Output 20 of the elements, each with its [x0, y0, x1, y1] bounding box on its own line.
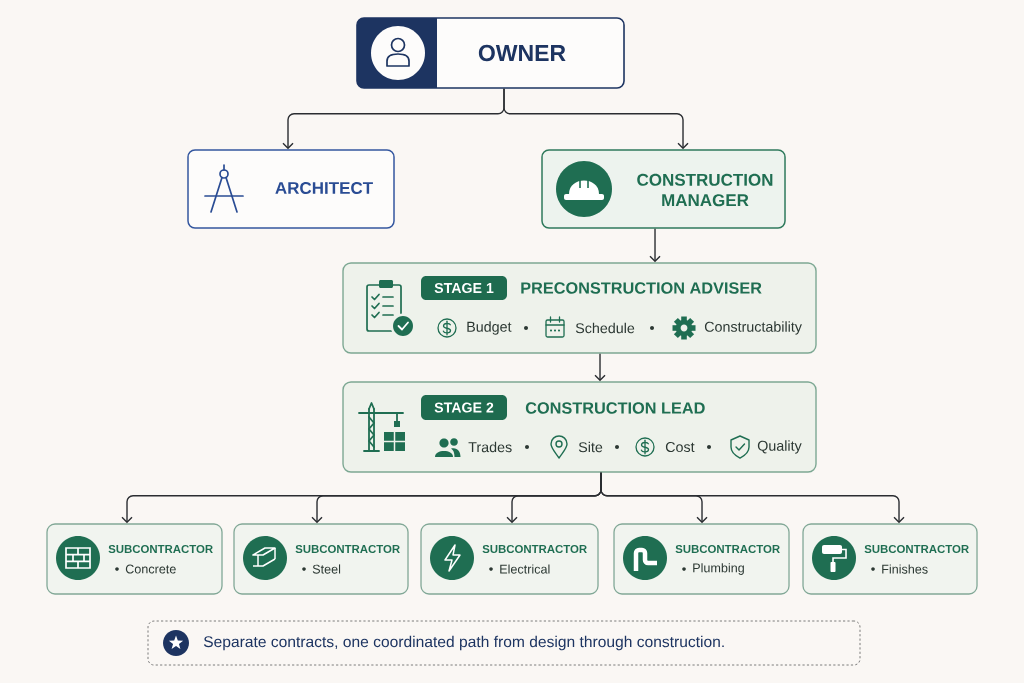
item-label: Constructability [704, 321, 802, 335]
item-label: Schedule [575, 322, 635, 334]
item-label: Cost [665, 441, 695, 453]
role-box: ARCHITECT [187, 149, 395, 229]
item-label: Quality [757, 440, 802, 454]
arrow [503, 88, 689, 150]
item-label: Site [578, 441, 603, 453]
item-label: Trades [468, 441, 512, 453]
item-label: Concrete [125, 564, 176, 574]
stage-badge: STAGE 1 [421, 276, 507, 300]
item-label: Steel [312, 564, 341, 574]
arrow [649, 228, 661, 263]
note-box: Separate contracts, one coordinated path from design through construction. [147, 620, 861, 666]
item-label: Plumbing [693, 563, 744, 575]
arrow [600, 472, 905, 524]
stage-badge: STAGE 2 [421, 395, 507, 420]
item-label: Finishes [882, 564, 928, 574]
item-label: Electrical [500, 564, 550, 574]
arrow [594, 353, 606, 382]
item-label: Budget [467, 321, 512, 335]
